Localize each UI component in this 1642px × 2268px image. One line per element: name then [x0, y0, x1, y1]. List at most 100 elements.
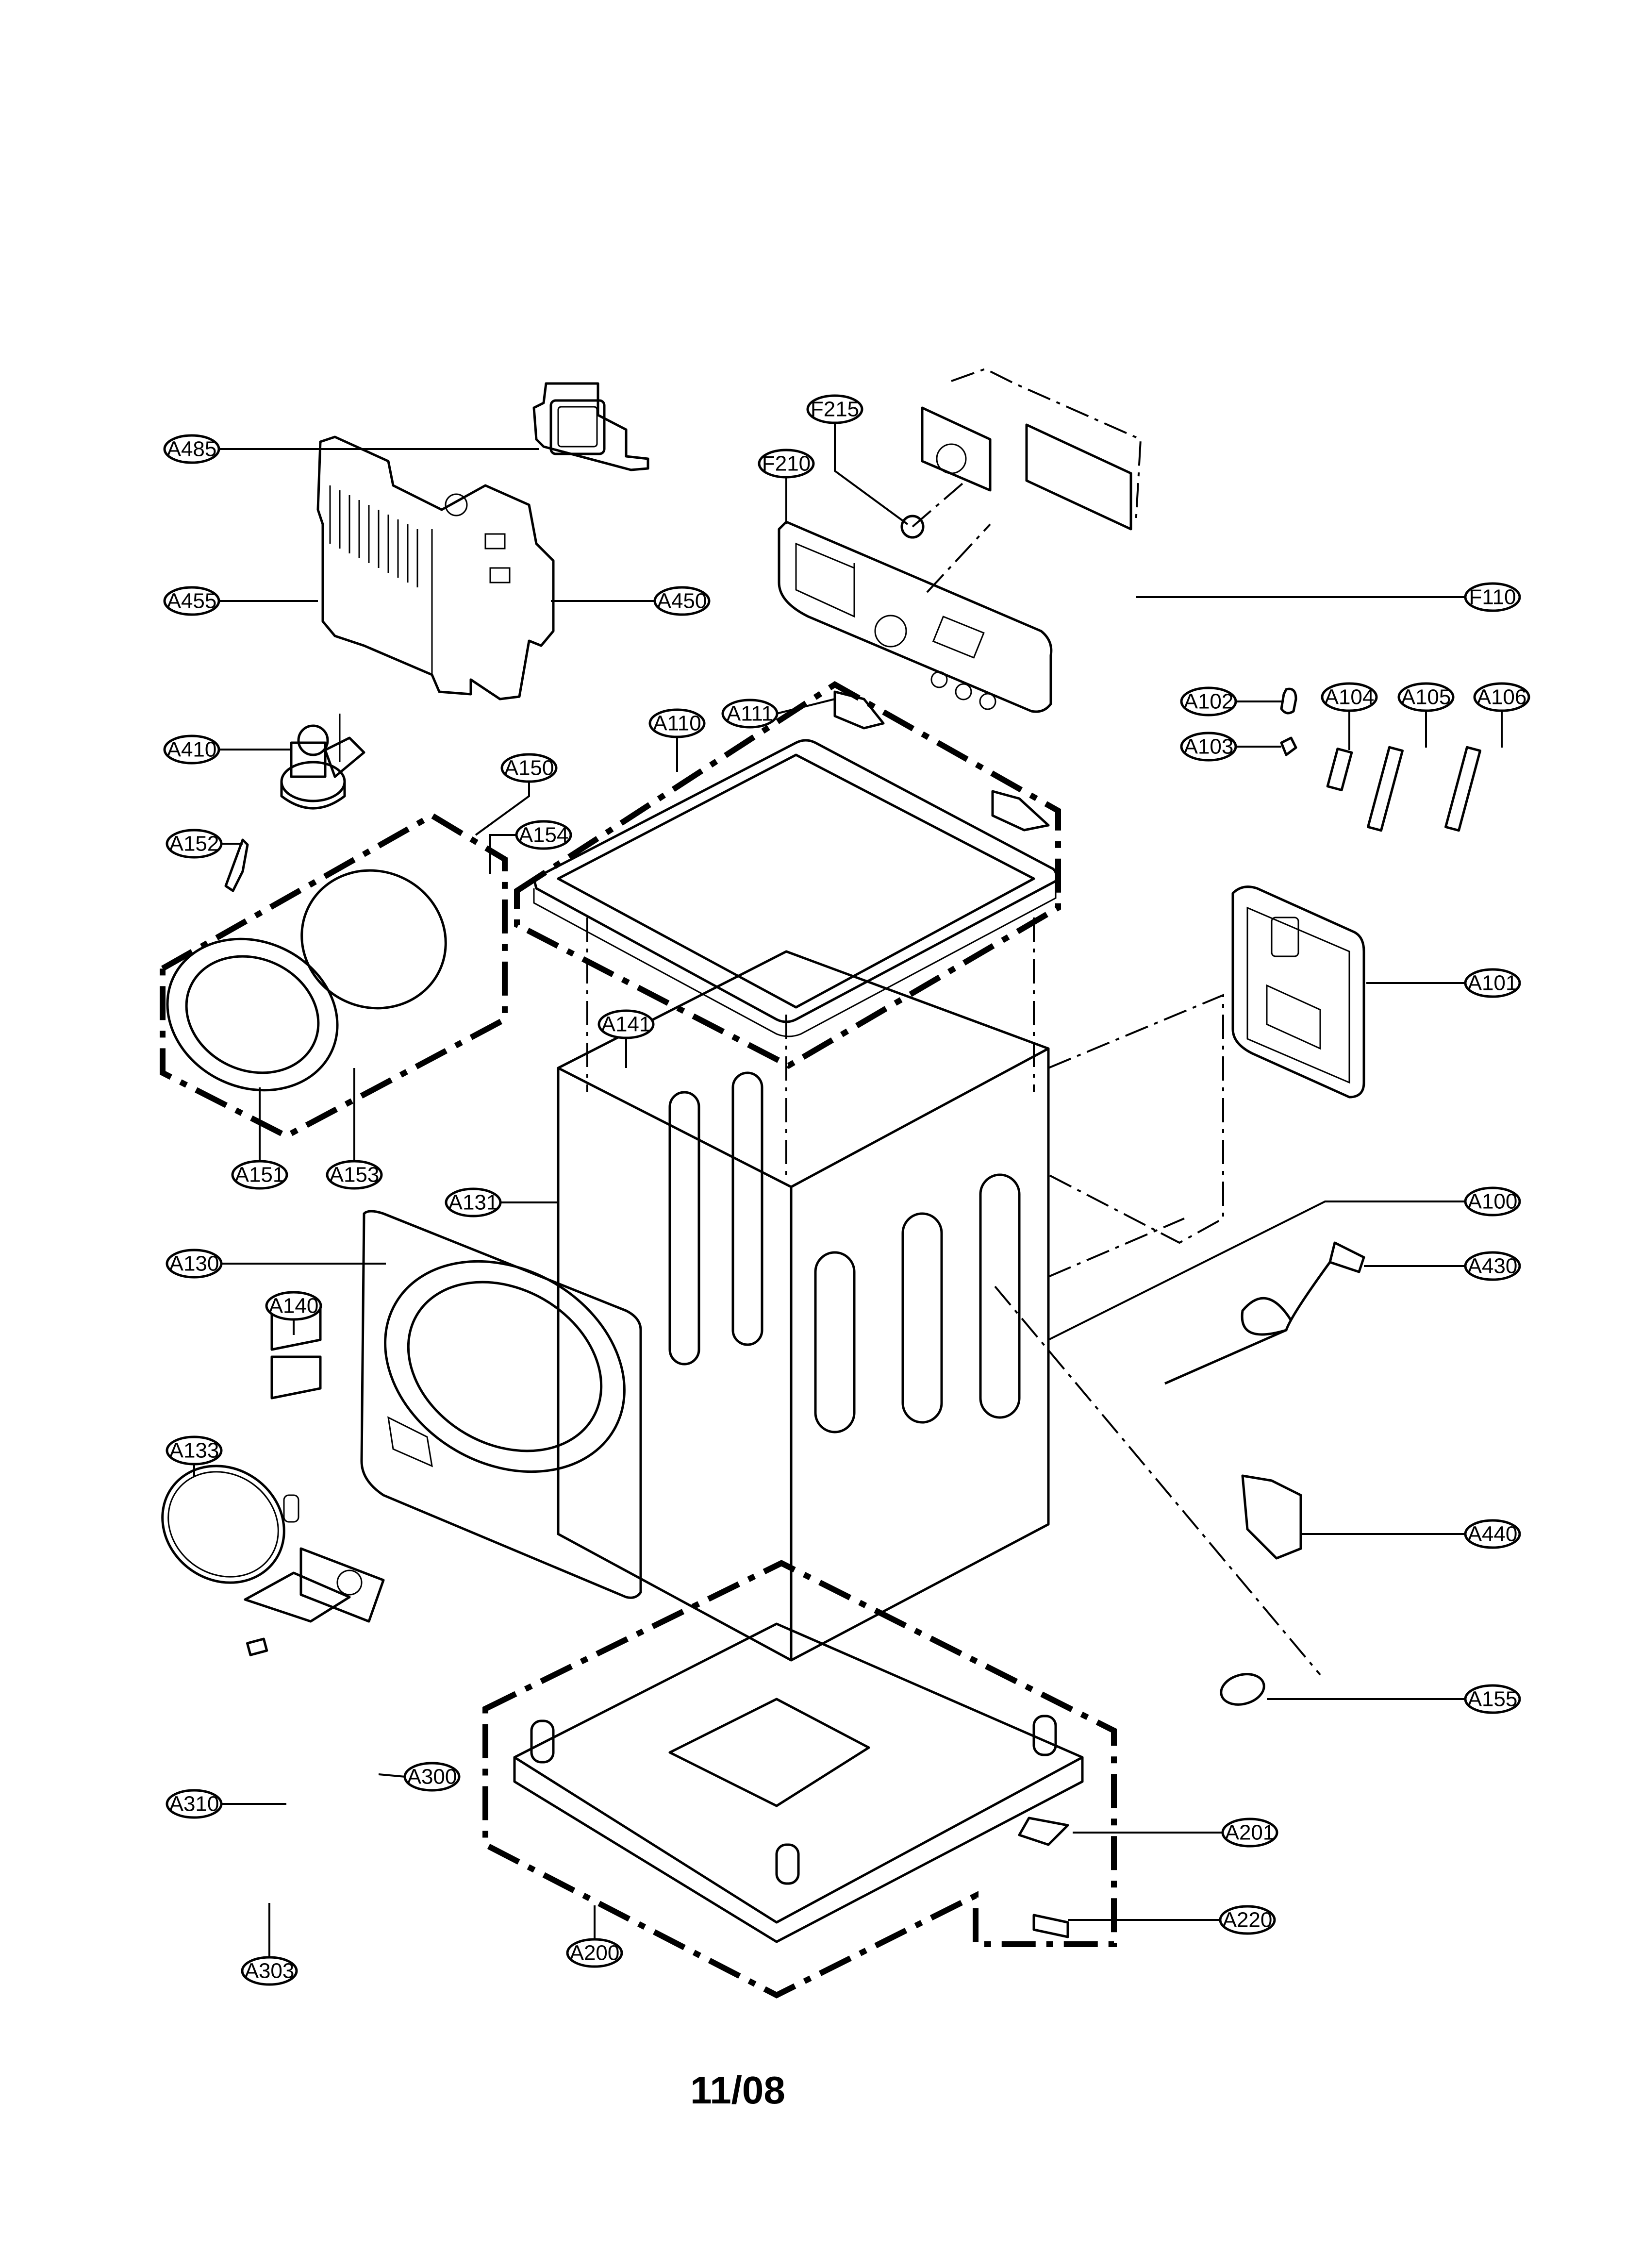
cabinet-cover-drawing — [360, 1210, 642, 1599]
callout-bubble — [806, 394, 863, 424]
callout-f210: F210 — [758, 449, 815, 524]
callout-label: A220 — [1223, 1908, 1273, 1932]
callout-bubble — [445, 1187, 502, 1217]
callout-bubble — [1464, 1251, 1521, 1281]
leader-line — [475, 781, 530, 836]
callout-bubble — [566, 1938, 623, 1968]
callout-bubble — [163, 586, 220, 616]
callout-bubble — [326, 1160, 383, 1190]
callout-bubble — [1397, 682, 1455, 712]
callout-a440: A440 — [1301, 1519, 1521, 1549]
callout-bubble — [597, 1009, 655, 1039]
small-hardware-drawing — [1280, 687, 1482, 832]
callout-label: A151 — [235, 1163, 285, 1187]
callout-bubble — [1180, 686, 1237, 717]
callout-label: A133 — [169, 1439, 219, 1463]
callout-label: A200 — [570, 1941, 620, 1965]
callout-label: A410 — [167, 738, 217, 762]
rear-cover-drawing — [1231, 885, 1365, 1099]
leader-line — [378, 1773, 406, 1778]
top-plate-drawing — [514, 681, 1061, 1069]
callout-a105: A105 — [1397, 682, 1455, 748]
callout-a200: A200 — [566, 1905, 623, 1968]
callout-a155: A155 — [1267, 1684, 1521, 1714]
callout-label: A152 — [169, 832, 219, 856]
callout-bubble — [1321, 682, 1378, 712]
callout-bubble — [758, 449, 815, 479]
control-panel-drawing — [778, 367, 1142, 713]
callout-a104: A104 — [1321, 682, 1378, 750]
callout-label: A105 — [1401, 685, 1451, 709]
callout-bubble — [500, 753, 558, 783]
callout-f215: F215 — [806, 394, 909, 525]
callout-bubble — [166, 1789, 223, 1819]
leader-line — [834, 422, 909, 525]
pcb-case-drawing — [316, 435, 555, 700]
callout-label: A101 — [1468, 971, 1518, 995]
callout-a150: A150 — [475, 753, 558, 836]
cabinet-drawing — [557, 917, 1321, 1676]
callout-a140: A140 — [265, 1291, 322, 1335]
callout-bubble — [163, 434, 220, 464]
callout-label: F110 — [1469, 585, 1516, 609]
callout-a133: A133 — [166, 1435, 223, 1476]
callout-bubble — [166, 1435, 223, 1466]
callout-label: A300 — [407, 1765, 457, 1789]
callout-a151: A151 — [231, 1087, 288, 1190]
callout-a455: A455 — [163, 586, 318, 616]
callout-f110: F110 — [1136, 582, 1521, 612]
callout-bubble — [403, 1762, 461, 1792]
callout-label: A103 — [1184, 735, 1234, 759]
callout-label: A440 — [1468, 1522, 1518, 1546]
callout-label: A155 — [1468, 1687, 1518, 1711]
callout-a410: A410 — [163, 734, 291, 765]
callout-label: A104 — [1325, 685, 1375, 709]
callout-a153: A153 — [326, 1068, 383, 1190]
callout-bubble — [166, 829, 223, 859]
leader-line — [1048, 1201, 1466, 1341]
callout-bubble — [1219, 1905, 1276, 1935]
callout-a100: A100 — [1048, 1186, 1521, 1341]
callout-label: A111 — [727, 702, 773, 726]
callout-label: A303 — [245, 1959, 295, 1983]
footer-date: 11/08 — [690, 2068, 785, 2112]
callout-bubble — [1221, 1818, 1278, 1848]
callout-label: A310 — [169, 1792, 219, 1816]
callout-a101: A101 — [1366, 968, 1521, 998]
callout-a220: A220 — [1068, 1905, 1276, 1935]
callout-label: A154 — [519, 823, 569, 847]
callout-bubble — [1464, 968, 1521, 998]
hinge-ring-drawing — [161, 1307, 322, 1584]
callout-a111: A111 — [721, 698, 835, 729]
callout-label: A201 — [1225, 1821, 1275, 1845]
callout-a485: A485 — [163, 434, 539, 464]
callout-label: A106 — [1477, 685, 1527, 709]
callout-bubble — [1473, 682, 1530, 712]
callout-label: A430 — [1468, 1254, 1518, 1278]
leader-line — [776, 698, 835, 715]
callout-a201: A201 — [1073, 1818, 1278, 1848]
callout-label: F215 — [811, 398, 859, 421]
pcb-cover-drawing — [532, 382, 649, 471]
callout-a102: A102 — [1180, 686, 1281, 717]
callout-bubble — [653, 586, 711, 616]
callout-bubble — [648, 708, 706, 738]
callout-label: A102 — [1184, 690, 1234, 714]
callout-label: A131 — [448, 1191, 498, 1215]
callout-label: A140 — [269, 1294, 319, 1318]
callout-bubble — [231, 1160, 288, 1190]
pressure-switch-drawing — [280, 714, 365, 810]
callout-a154: A154 — [489, 820, 572, 874]
callout-a103: A103 — [1180, 732, 1281, 762]
door-assembly-drawing — [160, 812, 508, 1139]
callout-label: A100 — [1468, 1190, 1518, 1214]
callout-a310: A310 — [166, 1789, 286, 1819]
callout-bubble — [163, 734, 220, 765]
callout-label: A485 — [167, 437, 217, 461]
service-cover-drawing — [244, 1547, 385, 1656]
callout-label: F210 — [762, 452, 811, 476]
lock-cord-cap-drawing — [1164, 1241, 1365, 1706]
callout-label: A130 — [169, 1252, 219, 1276]
